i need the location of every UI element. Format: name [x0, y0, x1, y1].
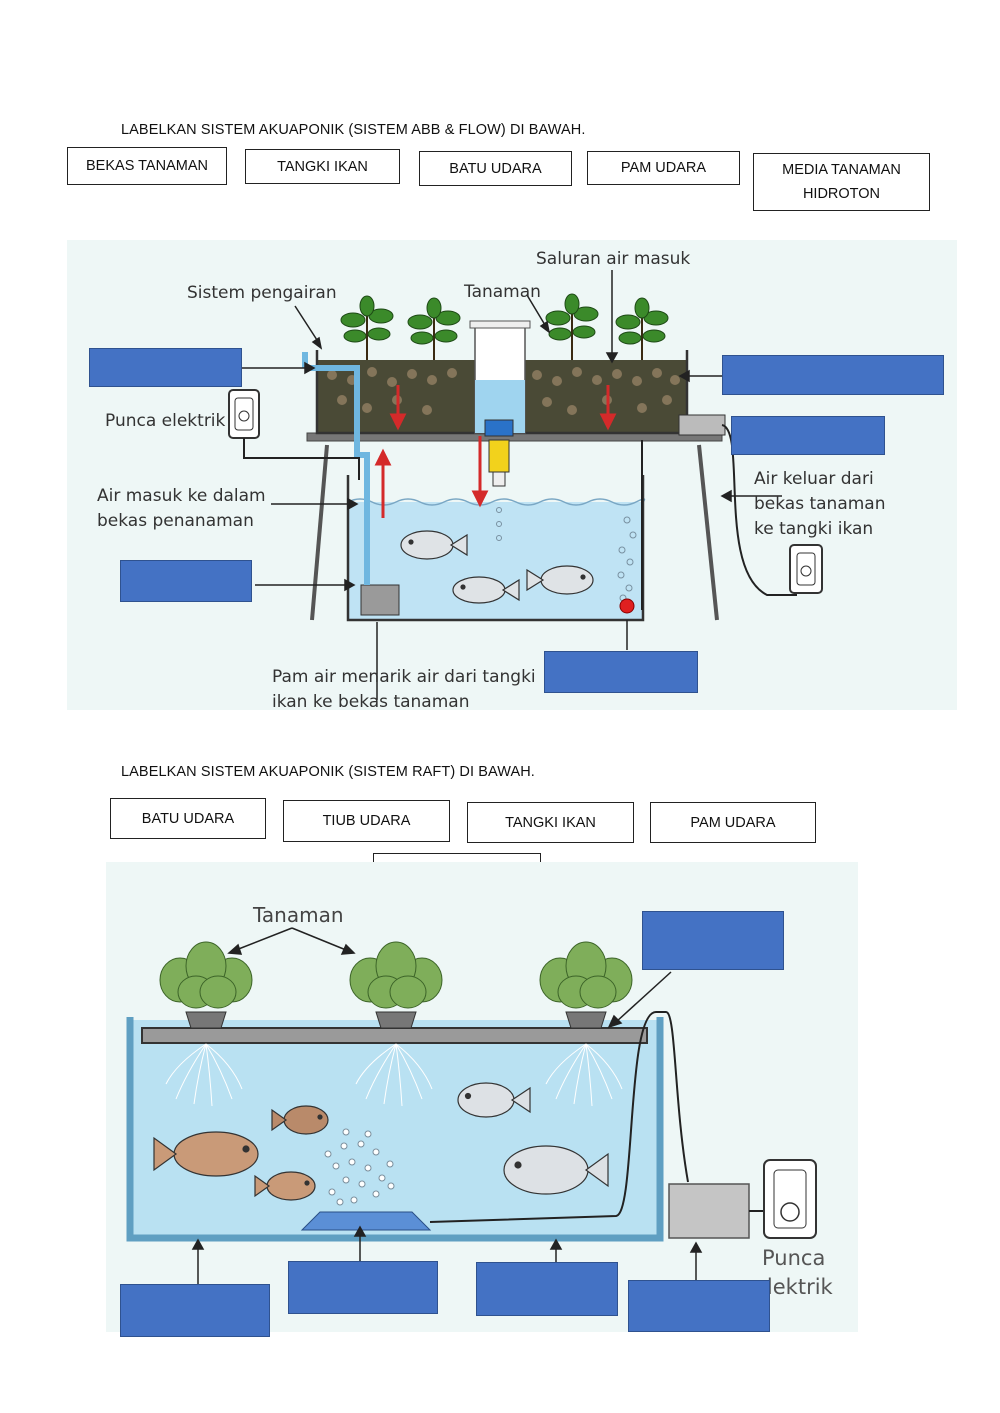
wordbank2-tangki-ikan[interactable]: TANGKI IKAN	[467, 802, 634, 843]
label-punca-elektrik-1: Punca elektrik	[105, 411, 226, 431]
plants-1	[340, 293, 669, 360]
air-pump-1	[678, 414, 726, 436]
air-stone-1	[619, 598, 635, 614]
label-air-masuk-line2: bekas penanaman	[97, 511, 254, 531]
label-tanaman-2: Tanaman	[252, 903, 344, 927]
label-air-keluar-line1: Air keluar dari	[754, 469, 874, 489]
label-air-masuk-line1: Air masuk ke dalam	[97, 486, 266, 506]
label-sistem-pengairan: Sistem pengairan	[187, 283, 337, 303]
label-pam-air-line2: ikan ke bekas tanaman	[272, 692, 469, 710]
fish-1	[400, 530, 594, 604]
electric-outlet-left	[228, 389, 360, 480]
air-pump-cable-1	[721, 424, 797, 596]
answer-box-1-5[interactable]	[544, 651, 698, 693]
table-legs-1	[310, 444, 719, 621]
wordbank1-tangki-ikan[interactable]: TANGKI IKAN	[245, 149, 400, 184]
fish-tank-2	[126, 1017, 664, 1242]
answer-box-1-1[interactable]	[89, 348, 242, 387]
answer-box-2-3[interactable]	[288, 1261, 438, 1314]
label-saluran-air-masuk: Saluran air masuk	[536, 249, 690, 269]
air-bubbles-2	[324, 1128, 395, 1206]
section2-heading: LABELKAN SISTEM AKUAPONIK (SISTEM RAFT) …	[121, 764, 535, 780]
diagram1-background	[67, 240, 957, 710]
answer-box-1-2[interactable]	[722, 355, 944, 395]
electric-outlet-right	[789, 544, 823, 594]
label-air-keluar-line3: ke tangki ikan	[754, 519, 873, 539]
section1-heading: LABELKAN SISTEM AKUAPONIK (SISTEM ABB & …	[121, 122, 586, 138]
label-pam-air-line1: Pam air menarik air dari tangki	[272, 667, 536, 687]
air-stone-2	[300, 1211, 432, 1231]
wordbank1-media-line1: MEDIA TANAMAN	[782, 162, 901, 178]
answer-box-2-2[interactable]	[120, 1284, 270, 1337]
wordbank2-tiub-udara[interactable]: TIUB UDARA	[283, 800, 450, 842]
net-pots-and-plants	[159, 941, 633, 1107]
label-punca-line1: Punca	[762, 1246, 825, 1270]
raft-board	[141, 1027, 648, 1044]
pointer-lines-2	[191, 927, 703, 1284]
siphon-column	[469, 320, 531, 487]
fish-2	[153, 1082, 609, 1201]
wordbank2-pam-udara[interactable]: PAM UDARA	[650, 802, 816, 843]
wordbank1-media-tanaman-hidroton[interactable]: MEDIA TANAMAN HIDROTON	[753, 153, 930, 211]
answer-box-1-3[interactable]	[731, 416, 885, 455]
answer-box-1-4[interactable]	[120, 560, 252, 602]
wordbank1-batu-udara[interactable]: BATU UDARA	[419, 151, 572, 186]
flow-arrows-1	[374, 385, 617, 518]
label-air-keluar-line2: bekas tanaman	[754, 494, 886, 514]
answer-box-2-4[interactable]	[476, 1262, 618, 1316]
electric-outlet-2	[763, 1159, 817, 1239]
answer-box-2-5[interactable]	[628, 1280, 770, 1332]
air-pump-2	[668, 1183, 750, 1239]
answer-box-2-1[interactable]	[642, 911, 784, 970]
ebb-flow-diagram: Saluran air masuk Sistem pengairan Tanam…	[67, 240, 957, 710]
wordbank2-batu-udara[interactable]: BATU UDARA	[110, 798, 266, 839]
wordbank1-bekas-tanaman[interactable]: BEKAS TANAMAN	[67, 147, 227, 185]
pointer-lines-1	[242, 270, 782, 700]
wordbank1-pam-udara[interactable]: PAM UDARA	[587, 151, 740, 185]
label-tanaman-1: Tanaman	[463, 282, 541, 302]
wordbank1-media-line2: HIDROTON	[802, 186, 881, 202]
air-tube-2	[429, 1011, 689, 1223]
